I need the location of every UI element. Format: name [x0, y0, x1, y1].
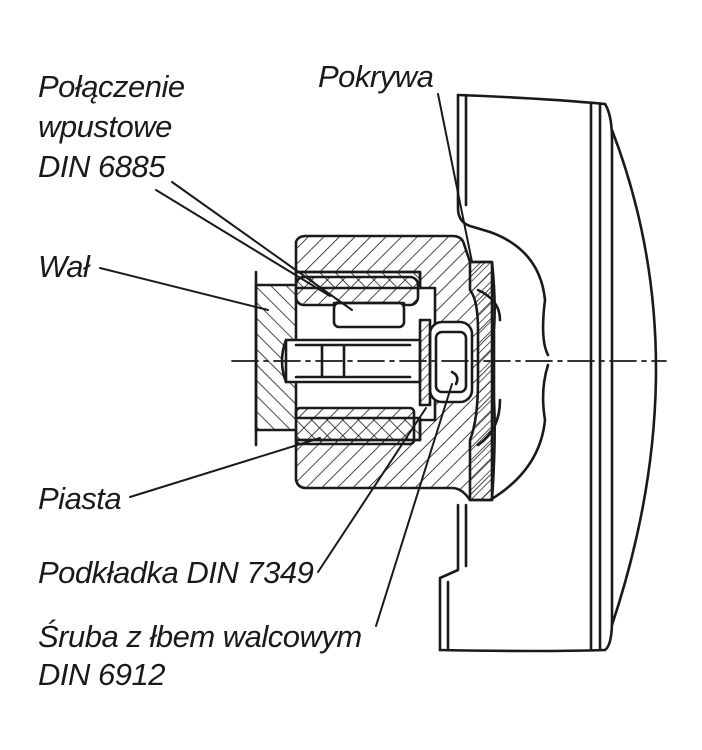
- label-washer: Podkładka DIN 7349: [38, 555, 314, 590]
- key-part: [294, 275, 420, 329]
- label-shaft: Wał: [38, 249, 90, 284]
- label-connection-line2: wpustowe: [38, 109, 172, 144]
- label-cover: Pokrywa: [318, 59, 434, 94]
- label-screw-line1: Śruba z łbem walcowym: [38, 619, 362, 654]
- washer: [418, 318, 432, 407]
- leader-lines: [99, 93, 473, 627]
- label-connection-line3: DIN 6885: [38, 149, 165, 184]
- lower-hub-block: [294, 406, 416, 446]
- label-screw-line2: DIN 6912: [38, 657, 165, 692]
- handwheel-rim: [438, 93, 658, 653]
- cover-body: [468, 260, 502, 502]
- label-hub: Piasta: [38, 481, 122, 516]
- label-connection-line1: Połączenie: [38, 69, 185, 104]
- screw: [280, 320, 474, 404]
- hub-body: [294, 234, 494, 502]
